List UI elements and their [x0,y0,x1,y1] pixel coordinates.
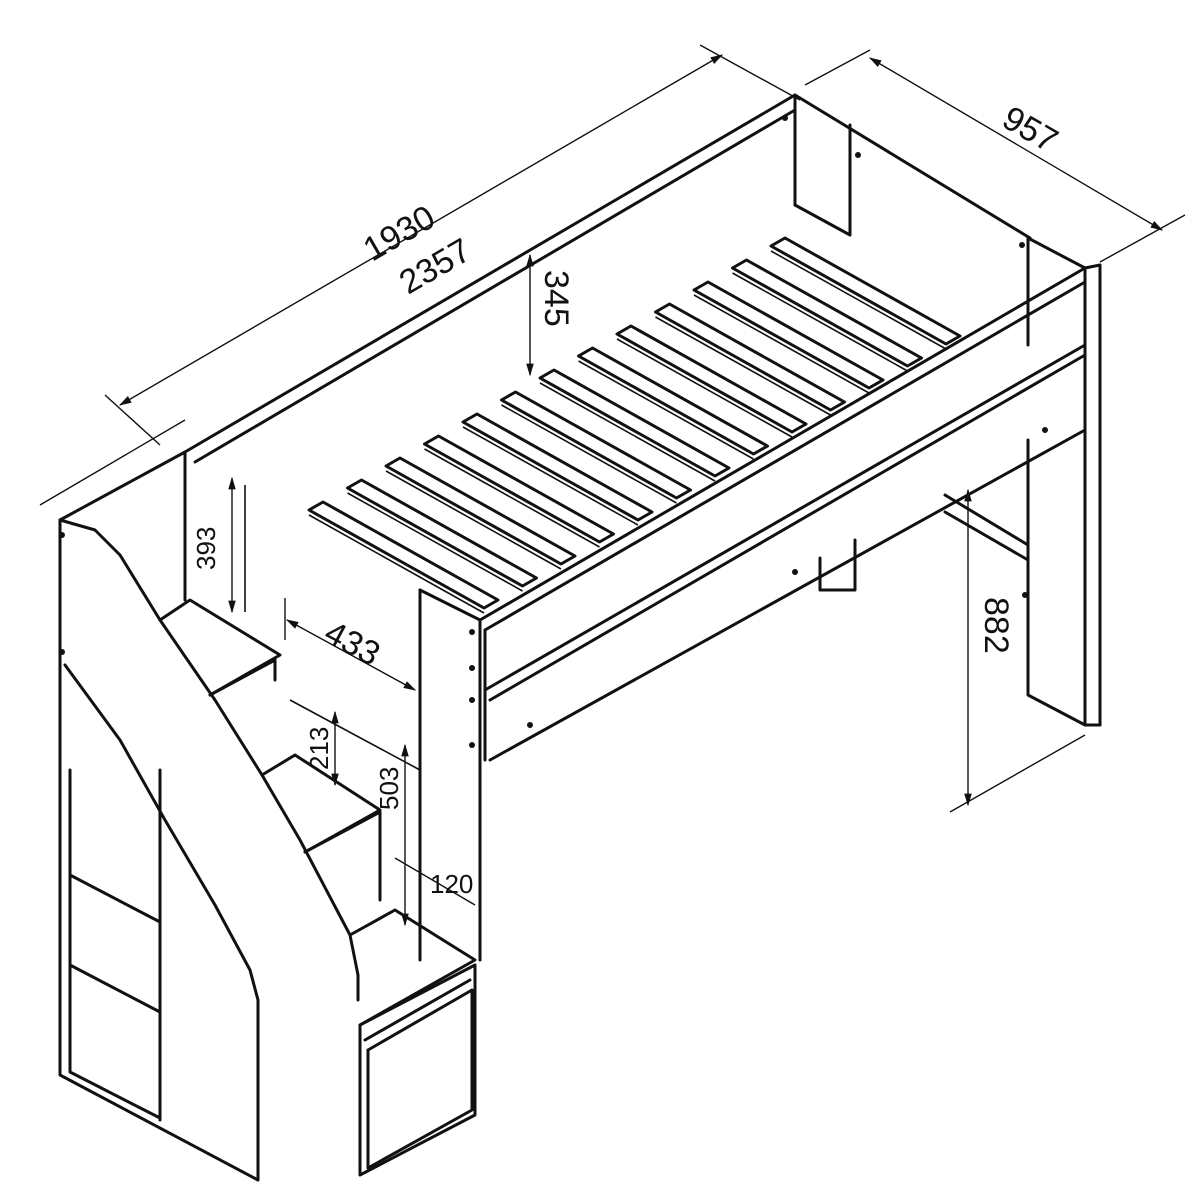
bed-slat [346,478,538,588]
bed-slat-edge [347,492,523,592]
bed-slat-edge [616,338,793,438]
bed-slat-edge [424,448,600,548]
bed-slat-edge [693,294,870,394]
dim-213: 213 [304,727,334,770]
bed-slat [423,434,615,544]
bed-slat-edge [539,382,716,482]
bed-slat-edge [308,514,485,614]
dimension-lines [39,44,1186,927]
screw-holes [59,115,1048,748]
bed-slat-edge [770,250,947,350]
bed-slat [769,236,962,346]
back-rail [183,93,1032,612]
bed-slat [384,456,577,566]
dim-345: 345 [537,270,575,327]
under-bed-legs [818,493,1030,592]
bed-slat-edge [462,426,639,526]
front-rail [478,266,1087,762]
bed-slat-edge [655,316,831,416]
bed-slat-edge [578,360,754,460]
stair-unit [58,450,482,1182]
bed-slat-edge [501,404,677,504]
dim-882: 882 [977,597,1015,654]
bed-slat-edge [385,470,562,570]
dim-393: 393 [191,527,221,570]
bed-slat [307,500,500,610]
bed-slat [731,258,923,368]
dim-957: 957 [996,99,1064,160]
bed-slat-edge [732,272,908,372]
dim-120: 120 [430,869,473,899]
bed-slat [461,412,654,522]
dim-433: 433 [318,614,386,674]
dim-503: 503 [374,767,404,810]
